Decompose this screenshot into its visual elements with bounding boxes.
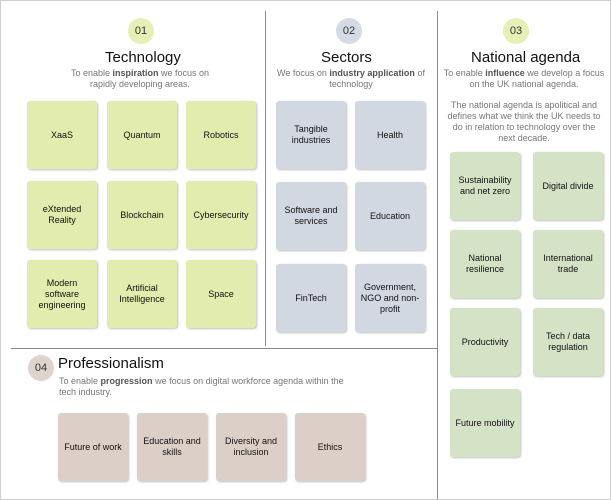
professionalism-description: To enable progression we focus on digita… [59,376,344,397]
technology-number-badge: 01 [128,18,154,44]
technology-card: Quantum [107,101,177,169]
national-card: Tech / data regulation [533,308,603,376]
technology-description: To enable inspiration we focus on rapidl… [70,68,210,89]
technology-card: Modern software engineering [27,260,97,328]
divider-professionalism [11,348,437,349]
technology-card: XaaS [27,101,97,169]
sectors-card: Government, NGO and non-profit [355,264,425,332]
divider-sectors-national [437,11,438,499]
national-card: Sustainability and net zero [450,152,520,220]
national-description: To enable influence we develop a focus o… [443,68,605,89]
sectors-card: Health [355,101,425,169]
professionalism-number-badge: 04 [28,355,54,381]
professionalism-card: Diversity and inclusion [216,413,286,481]
national-description-detail: The national agenda is apolitical and de… [447,100,601,143]
sectors-description: We focus on industry application of tech… [277,68,425,89]
technology-card: Space [186,260,256,328]
technology-card: Cybersecurity [186,181,256,249]
professionalism-card: Future of work [58,413,128,481]
sectors-number-badge: 02 [336,18,362,44]
technology-card: Blockchain [107,181,177,249]
national-title: National agenda [471,49,581,66]
sectors-card: Tangible industries [276,101,346,169]
divider-technology-sectors [265,11,266,346]
technology-card: Artificial Intelligence [107,260,177,328]
technology-card: eXtended Reality [27,181,97,249]
national-card: Digital divide [533,152,603,220]
sectors-card: Software and services [276,182,346,250]
sectors-card: Education [355,182,425,250]
national-number-badge: 03 [503,18,529,44]
professionalism-card: Education and skills [137,413,207,481]
national-card: Productivity [450,308,520,376]
sectors-title: Sectors [321,49,372,66]
technology-title: Technology [105,49,181,66]
professionalism-card: Ethics [295,413,365,481]
national-card: National resilience [450,230,520,298]
professionalism-title: Professionalism [58,355,164,372]
technology-card: Robotics [186,101,256,169]
national-card: International trade [533,230,603,298]
sectors-card: FinTech [276,264,346,332]
national-card: Future mobility [450,389,520,457]
